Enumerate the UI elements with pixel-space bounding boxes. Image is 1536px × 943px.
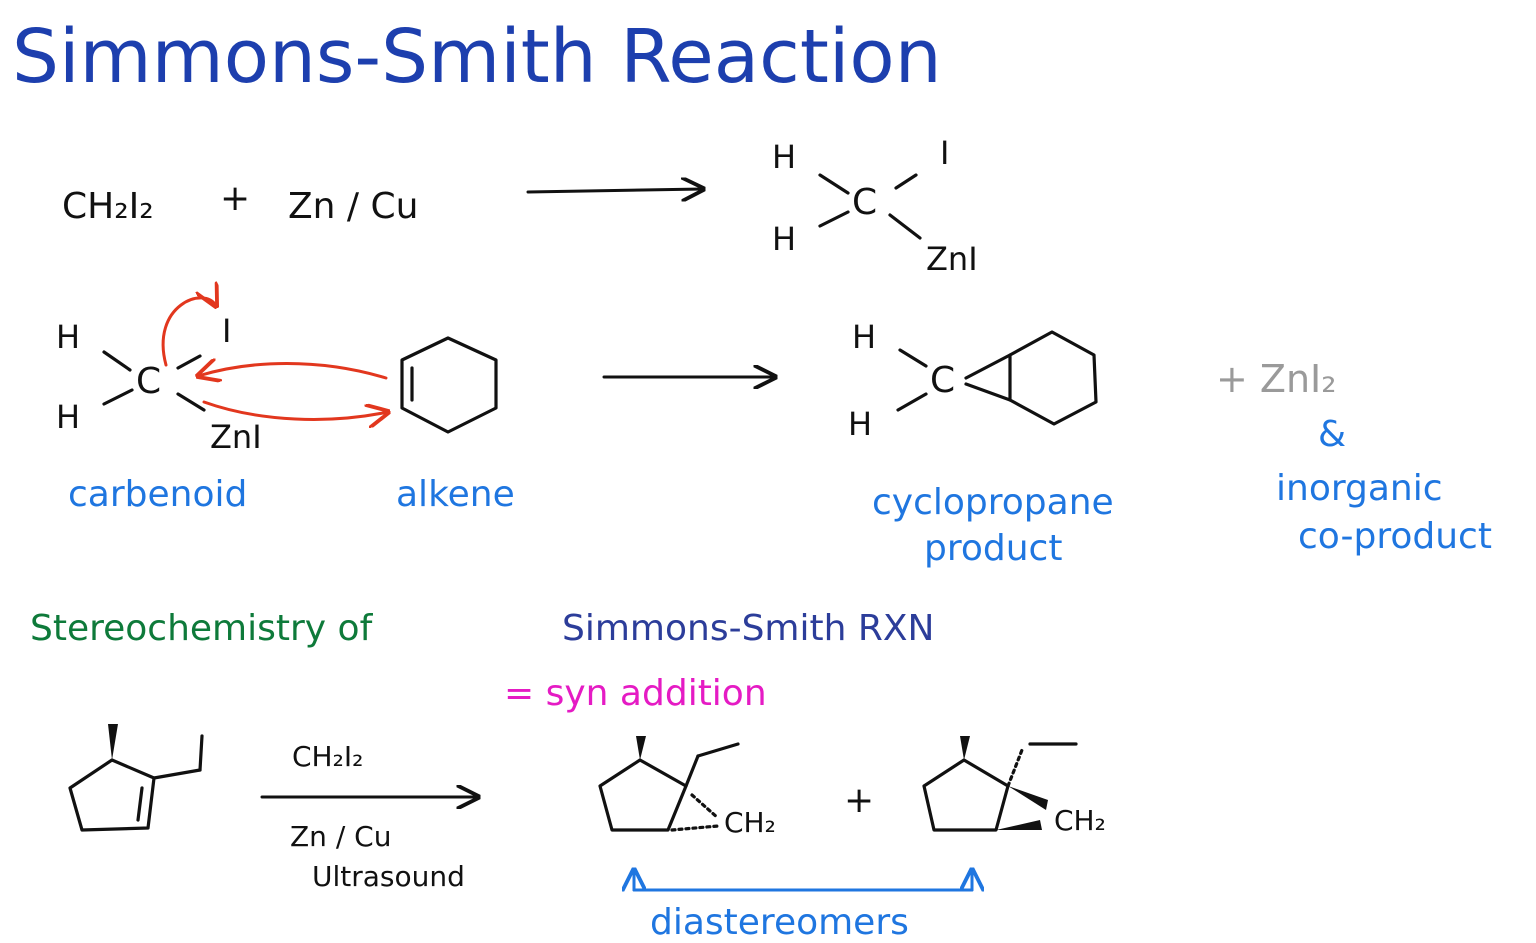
- bond-c-i: [176, 354, 202, 370]
- atom-c: C: [930, 360, 955, 401]
- bond-c-zn: [888, 213, 922, 240]
- bond-c-h-top: [102, 350, 132, 372]
- reagent-ch2i2: CH₂I₂: [292, 740, 363, 773]
- bond-c-h-bottom: [102, 388, 134, 406]
- bond-c-h-top: [898, 348, 928, 368]
- stereochemistry-section: Stereochemistry of Simmons-Smith RXN = s…: [30, 608, 1106, 943]
- bond-ethyl-a-1: [684, 754, 700, 788]
- bond-c-h-bottom: [818, 210, 850, 228]
- reaction-arrow-1: [526, 189, 703, 192]
- label-diastereomers: diastereomers: [650, 902, 909, 943]
- label-carbenoid: carbenoid: [68, 474, 247, 515]
- heading-simmons-smith-rxn: Simmons-Smith RXN: [562, 608, 934, 649]
- carbenoid: H H C I ZnI: [56, 312, 262, 456]
- cyclopentane-ring-b: [922, 758, 1010, 832]
- bond-c-i: [894, 173, 918, 190]
- label-product: product: [924, 528, 1062, 569]
- cyclohexene: [400, 336, 498, 434]
- page-title: Simmons-Smith Reaction: [12, 14, 942, 100]
- atom-h-top: H: [852, 318, 876, 356]
- wedge-bond-b-1: [1008, 786, 1048, 810]
- diastereomers-bracket: [634, 870, 972, 890]
- reaction-2: H H C I ZnI H H C + Zn: [56, 298, 1492, 569]
- atom-h-top: H: [772, 138, 796, 176]
- wedge-methyl: [108, 724, 118, 760]
- label-coproduct: co-product: [1298, 516, 1492, 557]
- cyclohexane-ring: [1008, 330, 1098, 426]
- reagent-zncu: Zn / Cu: [288, 186, 418, 227]
- ch2-label-b: CH₂: [1054, 804, 1106, 837]
- norcarane-product: H H C: [848, 318, 1098, 443]
- atom-i: I: [222, 312, 231, 350]
- organozinc-product: H H C I ZnI: [772, 134, 978, 278]
- wedge-methyl-a: [636, 736, 646, 760]
- bond-c-zn: [176, 392, 206, 412]
- bond-ethyl-a-2: [696, 742, 740, 758]
- bond-c-h-bottom: [896, 392, 928, 412]
- atom-i: I: [940, 134, 949, 172]
- cyclohexene-ring: [400, 336, 498, 434]
- heading-stereochemistry: Stereochemistry of: [30, 608, 374, 649]
- syn-addition-label: = syn addition: [504, 673, 767, 714]
- bond-c-h-top: [818, 173, 850, 195]
- hashed-bond-a-1: [690, 793, 720, 820]
- bond-c-ring-top: [964, 353, 1012, 380]
- ring-double-bond: [136, 786, 144, 822]
- mechanism-arrow-alkene-c: [198, 364, 388, 379]
- bond-c-ring-bottom: [964, 382, 1012, 402]
- hashed-bond-a-2: [670, 824, 720, 832]
- label-cyclopropane: cyclopropane: [872, 482, 1114, 523]
- ampersand: &: [1318, 414, 1346, 455]
- wedge-bond-b-2: [996, 820, 1042, 830]
- atom-h-bottom: H: [56, 398, 80, 436]
- coproduct-zni2: + ZnI₂: [1216, 357, 1336, 401]
- plus-sign: +: [220, 178, 250, 219]
- atom-h-bottom: H: [848, 405, 872, 443]
- atom-h-bottom: H: [772, 220, 796, 258]
- atom-c: C: [136, 361, 161, 402]
- hashed-bond-ethyl-b: [1006, 748, 1024, 788]
- reagent-ultrasound: Ultrasound: [312, 860, 465, 893]
- bond-ethyl-2: [198, 734, 204, 772]
- mechanism-arrow-c-alkene: [202, 400, 388, 419]
- label-alkene: alkene: [396, 474, 515, 515]
- atom-c: C: [852, 182, 877, 223]
- diastereomer-b: CH₂: [922, 736, 1106, 837]
- atom-h-top: H: [56, 318, 80, 356]
- reaction-1: CH₂I₂ + Zn / Cu H H C I ZnI: [62, 134, 978, 278]
- cyclopentene-ring: [68, 758, 156, 832]
- starting-cyclopentene: [68, 724, 204, 832]
- mechanism-arrow-c-i: [161, 298, 216, 367]
- plus-sign-products: +: [844, 780, 874, 821]
- diastereomer-a: CH₂: [598, 736, 776, 839]
- cyclopentane-ring-a: [598, 758, 688, 832]
- wedge-methyl-b: [960, 736, 970, 760]
- bond-ethyl-1: [152, 768, 202, 780]
- reagent-zncu: Zn / Cu: [290, 820, 391, 853]
- ch2-label-a: CH₂: [724, 806, 776, 839]
- reagent-ch2i2: CH₂I₂: [62, 186, 154, 227]
- atom-zni: ZnI: [210, 418, 262, 456]
- atom-zni: ZnI: [926, 240, 978, 278]
- label-inorganic: inorganic: [1276, 468, 1443, 509]
